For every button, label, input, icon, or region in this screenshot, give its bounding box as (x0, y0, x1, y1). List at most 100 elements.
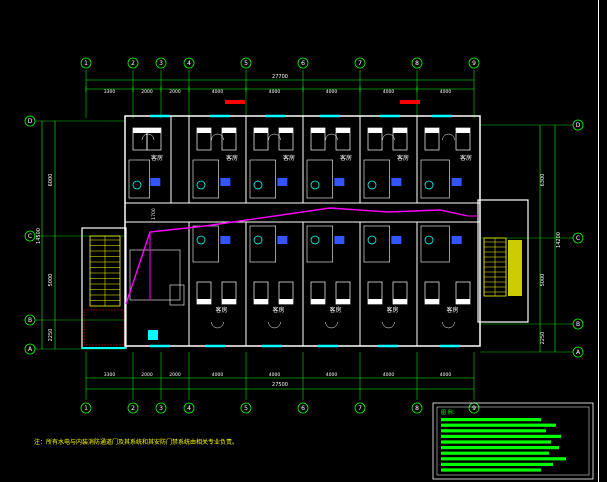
axis-top-8 (411, 57, 423, 69)
door-swing (268, 321, 281, 329)
axis-right-D (572, 119, 584, 131)
dim-bottom-segment: 2000 (169, 372, 181, 378)
axis-top-6 (297, 57, 309, 69)
red-tag (400, 100, 420, 104)
pillow (425, 299, 439, 304)
bathroom (192, 159, 219, 199)
room-label: 客房 (283, 154, 295, 162)
door-swing (442, 321, 455, 329)
axis-top-3 (155, 57, 167, 69)
washbasin (451, 178, 462, 186)
bathroom (363, 225, 390, 263)
axis-right-B (572, 318, 584, 330)
dim-top-segment: 4000 (269, 89, 281, 95)
axis-bottom-8-label: 8 (415, 405, 419, 412)
bathroom (128, 159, 151, 199)
axis-bottom-4 (183, 402, 195, 414)
pillow (393, 128, 407, 133)
toilet (310, 180, 320, 190)
axis-bottom-1-label: 1 (84, 405, 88, 412)
left-annex-wall (81, 227, 127, 349)
legend-entry (441, 440, 551, 444)
washbasin (220, 178, 231, 186)
dim-bottom-segment: 4000 (440, 372, 452, 378)
door-swing (325, 321, 338, 329)
legend-entry (441, 418, 541, 422)
pillow (456, 128, 470, 133)
door-swing (268, 133, 281, 141)
axis-left-A-label: A (28, 346, 33, 353)
axis-top-1 (80, 57, 92, 69)
dim-top-segment: 4000 (383, 89, 395, 95)
dim-right-segment: 6300 (540, 174, 546, 187)
axis-bottom-1 (80, 402, 92, 414)
pillow (311, 128, 325, 133)
dim-bottom-segment: 4000 (326, 372, 338, 378)
toilet (310, 235, 320, 245)
legend-inner-frame (436, 406, 590, 476)
dim-bottom-total: 27500 (272, 382, 288, 388)
bathroom (420, 159, 450, 199)
axis-top-7 (354, 57, 366, 69)
legend-entry (441, 446, 559, 450)
pillow (254, 299, 268, 304)
dim-bottom-segment: 3300 (104, 372, 116, 378)
axis-bottom-6-label: 6 (301, 405, 305, 412)
bathroom (306, 225, 333, 263)
legend-entry (441, 423, 556, 427)
axis-right-D-label: D (576, 122, 581, 129)
bathroom (249, 159, 276, 199)
toilet (132, 180, 142, 190)
pillow (133, 128, 147, 133)
axis-left-D-label: D (28, 118, 33, 125)
door-swing (382, 133, 395, 141)
legend-entry (441, 462, 553, 466)
dim-left-segment: 2250 (48, 329, 54, 342)
dim-bottom-segment: 4000 (269, 372, 281, 378)
room-label: 客房 (151, 154, 163, 162)
room-label: 客房 (340, 154, 352, 162)
title-block-sidebar (598, 0, 607, 482)
axis-top-4 (183, 57, 195, 69)
dim-top-total: 27700 (272, 74, 288, 80)
staircases (83, 235, 522, 346)
pillow (197, 299, 211, 304)
axis-top-5 (240, 57, 252, 69)
axis-bottom-5 (240, 402, 252, 414)
axis-top-9 (468, 57, 480, 69)
room-label: 客房 (386, 306, 398, 314)
dim-left-segment: 6000 (48, 174, 54, 187)
room-label: 客房 (446, 306, 458, 314)
axis-bottom-4-label: 4 (187, 405, 191, 412)
red-tag (225, 100, 245, 104)
axis-bottom-2-label: 2 (131, 405, 135, 412)
toilet (196, 235, 206, 245)
equipment (148, 330, 158, 340)
dim-left-total: 14500 (36, 228, 42, 244)
room-label: 客房 (397, 154, 409, 162)
service-room (129, 249, 181, 301)
axis-bottom-5-label: 5 (244, 405, 248, 412)
room-layout: 客房客房客房客房客房客房客房客房客房客房客房1700 (128, 116, 472, 346)
dim-bottom-segment: 2000 (141, 372, 153, 378)
washbasin (277, 236, 288, 244)
bathroom (420, 225, 450, 263)
axis-left-D (24, 115, 36, 127)
axis-bottom-3-label: 3 (159, 405, 163, 412)
washbasin (451, 236, 462, 244)
pillow (393, 299, 407, 304)
legend-box: 图 例： (432, 402, 594, 480)
door-swing (325, 133, 338, 141)
dimension-lines: 27700 3300 2000 2000 4000 4000 4000 4000 4000 275… (36, 74, 562, 390)
pillow (336, 128, 350, 133)
stair-right-fill (508, 240, 522, 296)
toilet (424, 235, 434, 245)
legend-entry (441, 457, 566, 461)
door-swing (442, 133, 455, 141)
legend-entry (441, 429, 546, 433)
axis-top-8-label: 8 (415, 60, 419, 67)
dim-left-segment: 5000 (48, 274, 54, 287)
washbasin (220, 236, 231, 244)
axis-bottom-3 (155, 402, 167, 414)
corridor-dim: 1700 (151, 208, 157, 220)
